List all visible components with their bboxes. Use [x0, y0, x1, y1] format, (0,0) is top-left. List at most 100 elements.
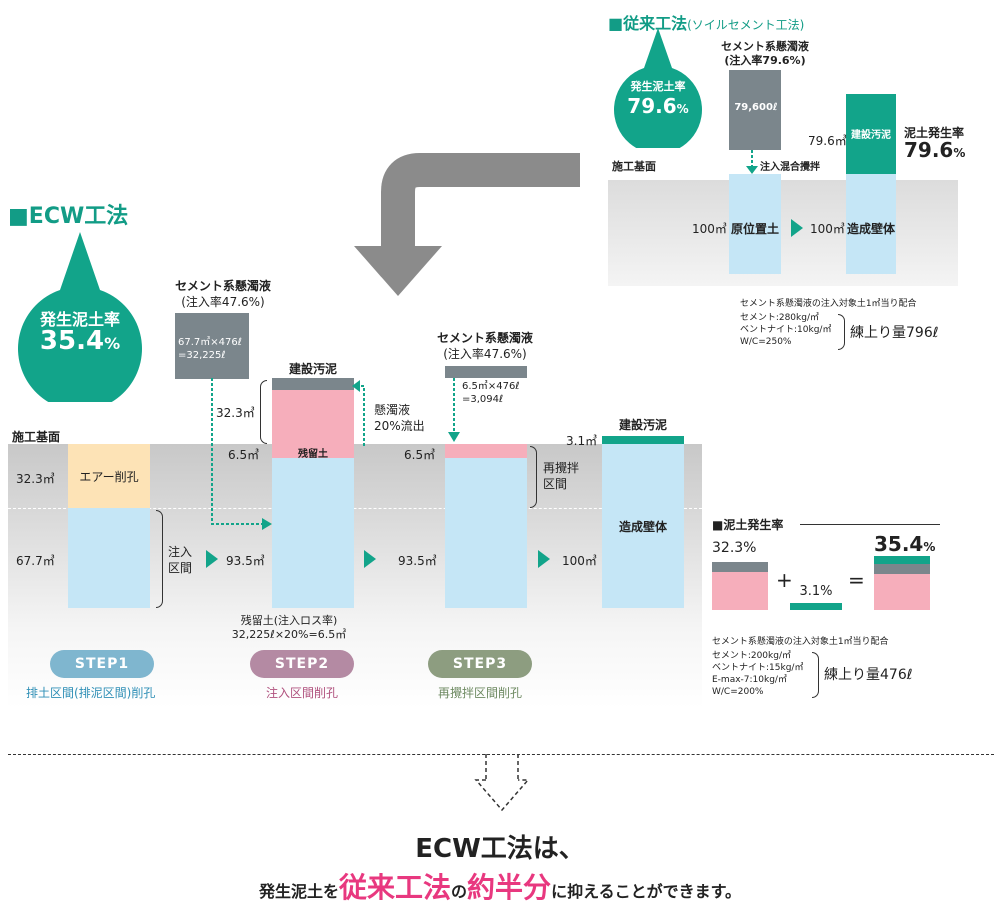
air-drill-label: エアー削孔: [79, 470, 139, 484]
conventional-waste-box: [846, 94, 896, 174]
step2-outflow-rate: 20%流出: [374, 419, 425, 433]
brace: [838, 314, 845, 350]
step2-residual-vol: 6.5㎥: [228, 448, 260, 462]
step2-waste-block: [272, 390, 354, 444]
step2-outflow-label: 懸濁液: [374, 403, 411, 417]
conclusion-line2: 発生泥土を従来工法の約半分に抑えることができます。: [259, 871, 741, 904]
ecw-slurry1-calc2: =32,225ℓ: [178, 350, 226, 361]
step2-desc: 注入区間削孔: [265, 686, 338, 700]
arrow-right-icon: [538, 550, 550, 568]
step1-inject-column: [68, 508, 150, 608]
rate-a-block: [712, 572, 768, 610]
rate-plus: +: [776, 568, 793, 592]
conventional-slurry-title: セメント系懸濁液: [721, 40, 809, 53]
ecw-slurry2-rate: (注入率47.6%): [443, 347, 527, 361]
arrow-right-icon: [364, 550, 376, 568]
step2-residual-block: [272, 444, 354, 458]
brace: [530, 446, 537, 508]
conventional-waste-label: 建設汚泥: [851, 130, 891, 141]
rate-a-cap: [712, 562, 768, 572]
arrow-right-icon: [791, 219, 803, 237]
ecw-badge-value: 35.4: [39, 326, 105, 356]
step3-desc: 再攪拌区間削孔: [437, 686, 522, 700]
brace: [156, 510, 163, 608]
down-arrow-icon: [746, 150, 758, 174]
conventional-badge-value: 79.6: [627, 94, 677, 118]
drop-badge-icon: [18, 232, 142, 402]
step1-pill: STEP1: [50, 650, 154, 678]
down-arrow-icon: [474, 754, 530, 812]
outflow-arrow-icon: [352, 380, 365, 446]
inject-section-label: 注入区間: [168, 545, 193, 575]
conventional-soil-label: 原位置土: [730, 222, 779, 236]
step2-waste-vol: 32.3㎥: [216, 406, 255, 420]
ecw-slurry1-rate: (注入率47.6%): [181, 295, 265, 309]
ecw-title: ■ECW工法: [8, 204, 129, 229]
step2-vol: 93.5㎥: [226, 554, 265, 568]
conventional-rate-label: 泥土発生率: [904, 126, 965, 140]
conventional-mix-label: 注入混合攪拌: [760, 162, 820, 173]
final-wall-column: [602, 444, 684, 608]
final-waste-block: [602, 436, 684, 444]
step3-vol: 93.5㎥: [398, 554, 437, 568]
step1-desc: 排土区間(排泥区間)削孔: [26, 686, 156, 700]
conventional-mix-lines: セメント:280kg/㎥ ベントナイト:10kg/㎥ W/C=250%: [740, 313, 832, 347]
step2-residual-label: 残留土: [298, 449, 328, 460]
step2-note2: 32,225ℓ×20%=6.5㎥: [231, 628, 347, 641]
final-waste-label: 建設汚泥: [618, 418, 667, 432]
curved-arrow-icon: [354, 153, 580, 296]
conventional-mix-total: 練上り量796ℓ: [850, 325, 939, 341]
rate-b-block: [790, 603, 842, 610]
inject-arrow-icon: [211, 378, 272, 530]
final-vol: 100㎥: [562, 554, 597, 568]
final-wall-label: 造成壁体: [618, 520, 667, 534]
conventional-subtitle: (ソイルセメント工法): [687, 18, 805, 32]
restir-section-label: 再攪拌区間: [543, 461, 580, 491]
conventional-mix-title: セメント系懸濁液の注入対象土1㎥当り配合: [740, 299, 917, 309]
conventional-vol-left: 100㎥: [692, 222, 727, 236]
rate-b-label: 3.1%: [799, 584, 833, 599]
brace: [260, 380, 267, 444]
conventional-base-label: 施工基面: [612, 160, 656, 173]
conventional-title: ■従来工法: [608, 14, 688, 33]
ecw-mix-title: セメント系懸濁液の注入対象土1㎥当り配合: [712, 637, 889, 647]
step2-waste-label: 建設汚泥: [288, 362, 337, 376]
brace: [812, 652, 819, 698]
rate-total-pink: [874, 574, 930, 610]
step2-note1: 残留土(注入ロス率): [240, 614, 338, 627]
ecw-slurry1-calc1: 67.7㎥×476ℓ: [178, 337, 242, 348]
conventional-wall-label: 造成壁体: [846, 222, 895, 236]
drop-badge-icon: [614, 28, 702, 148]
conclusion-line1: ECW工法は、: [415, 834, 585, 864]
ecw-slurry2-calc2: =3,094ℓ: [462, 394, 504, 405]
step3-pill: STEP3: [428, 650, 532, 678]
rate-title-line: [800, 524, 940, 525]
ecw-slurry2-box: [445, 366, 527, 378]
conventional-vol-right: 100㎥: [810, 222, 845, 236]
rate-total-gray: [874, 564, 930, 574]
final-waste-vol: 3.1㎥: [566, 434, 598, 448]
divider: [8, 754, 994, 755]
step3-top-vol: 6.5㎥: [404, 448, 436, 462]
ecw-slurry2-calc1: 6.5㎥×476ℓ: [462, 381, 520, 392]
step3-column: [445, 458, 527, 608]
conventional-slurry-rate: (注入率79.6%): [724, 54, 806, 67]
ecw-slurry1-box: [175, 313, 249, 379]
conventional-waste-vol: 79.6㎥: [808, 134, 847, 148]
rate-total: 35.4: [874, 532, 924, 556]
ground-block: [608, 180, 958, 286]
rate-a-label: 32.3%: [712, 540, 757, 556]
conventional-rate-value: 79.6: [904, 138, 954, 162]
rate-eq: =: [848, 568, 865, 592]
step2-waste-cap: [272, 378, 354, 390]
rate-title: ■泥土発生率: [712, 518, 784, 532]
conventional-slurry-volume: 79,600ℓ: [734, 102, 778, 113]
inject-arrow-icon: [448, 378, 460, 442]
ecw-mix-total: 練上り量476ℓ: [824, 667, 913, 683]
conventional-badge-label: 発生泥土率: [630, 80, 686, 93]
conventional-wall-column: [846, 174, 896, 274]
ecw-slurry1-title: セメント系懸濁液: [175, 279, 271, 293]
divider: [8, 508, 702, 509]
ecw-mix-lines: セメント:200kg/㎥ ベントナイト:15kg/㎥ E-max-7:10kg/…: [712, 651, 804, 697]
step2-pill: STEP2: [250, 650, 354, 678]
